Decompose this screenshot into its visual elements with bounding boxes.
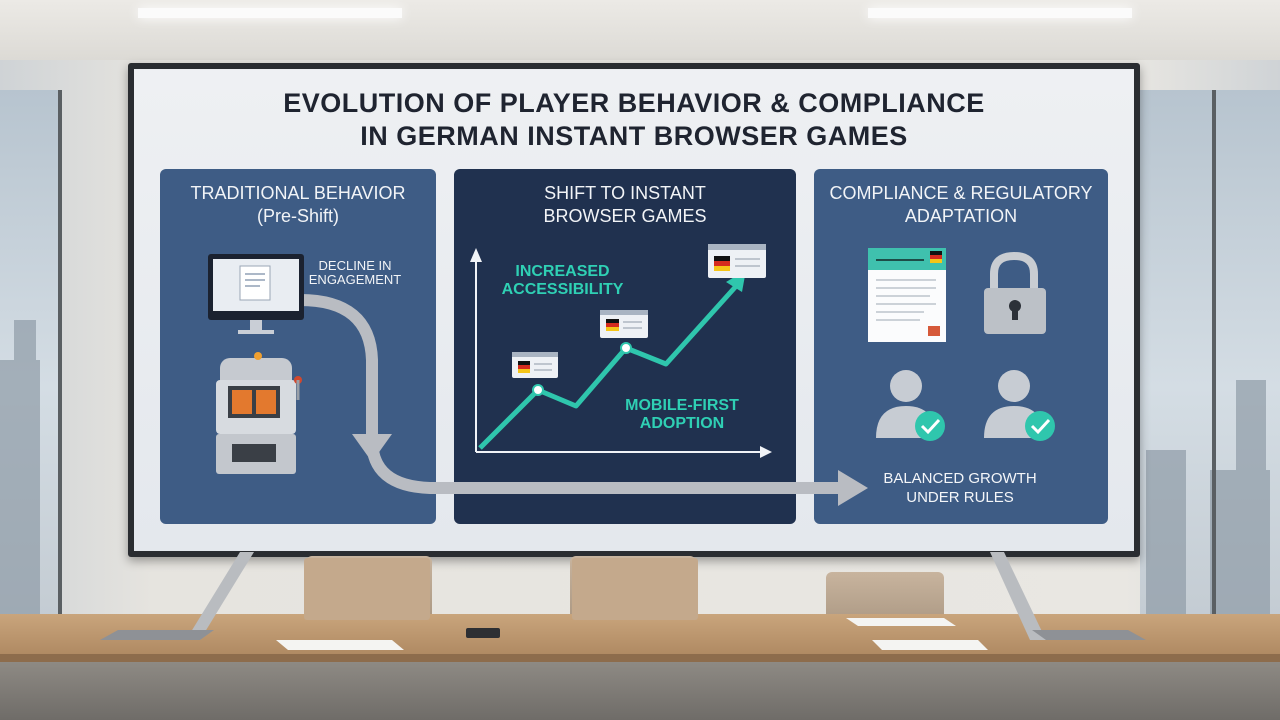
floor <box>0 662 1280 720</box>
laptop-lid <box>304 558 430 620</box>
verified-user-icon <box>876 370 945 441</box>
laptop-icon <box>990 552 1146 640</box>
slide-title-line-2: IN GERMAN INSTANT BROWSER GAMES <box>360 121 908 151</box>
laptop-lid <box>572 558 698 620</box>
slot-machine-icon <box>216 352 302 474</box>
ceiling-light-right <box>868 8 1132 18</box>
paper-sheet <box>872 640 988 650</box>
window-frame-right <box>1212 90 1216 630</box>
padlock-icon <box>984 251 1046 334</box>
panel-shift-heading-line-1: SHIFT TO INSTANT <box>544 183 706 203</box>
verified-user-icon <box>984 370 1055 441</box>
window-frame-left <box>58 90 62 630</box>
laptop-icon <box>100 552 254 640</box>
flow-arrow-down-head <box>352 434 392 462</box>
german-flag-browser-icon <box>708 244 766 278</box>
desktop-computer-icon <box>208 254 304 334</box>
balanced-growth-line-1: BALANCED GROWTH <box>883 470 1037 487</box>
table-edge <box>0 654 1280 662</box>
trend-chart-axes <box>475 256 764 453</box>
window-right <box>1140 90 1280 630</box>
decline-label-line-1: DECLINE IN <box>318 258 392 273</box>
panel-compliance <box>814 169 1108 524</box>
mobile-first-label-line-1: MOBILE-FIRST <box>625 397 739 414</box>
slide-title-line-1: EVOLUTION OF PLAYER BEHAVIOR & COMPLIANC… <box>283 88 985 118</box>
document-icon <box>868 248 946 342</box>
window-left <box>0 90 60 630</box>
accessibility-label-line-2: ACCESSIBILITY <box>501 281 624 298</box>
paper-sheet <box>846 618 956 626</box>
panel-shift-heading-line-2: BROWSER GAMES <box>543 206 707 226</box>
ceiling-light-left <box>138 8 402 18</box>
panel-traditional-heading-line-1: TRADITIONAL BEHAVIOR <box>190 183 406 203</box>
panel-traditional-behavior <box>160 169 436 524</box>
flow-arrow <box>294 294 844 494</box>
german-flag-browser-icon <box>512 352 558 378</box>
mobile-first-label-line-2: ADOPTION <box>639 415 725 432</box>
panel-compliance-heading-line-2: ADAPTATION <box>904 206 1018 226</box>
trend-line-icon <box>478 270 746 450</box>
balanced-growth-line-2: UNDER RULES <box>906 489 1014 506</box>
panel-traditional-heading-line-2: (Pre-Shift) <box>256 206 339 226</box>
german-flag-browser-icon <box>600 310 648 338</box>
phone-icon <box>466 628 500 638</box>
paper-sheet <box>276 640 404 650</box>
decline-label-line-2: ENGAGEMENT <box>308 272 402 287</box>
flow-arrow-head <box>838 470 868 506</box>
accessibility-label-line-1: INCREASED <box>515 263 610 280</box>
panel-compliance-heading-line-1: COMPLIANCE & REGULATORY <box>829 183 1093 203</box>
